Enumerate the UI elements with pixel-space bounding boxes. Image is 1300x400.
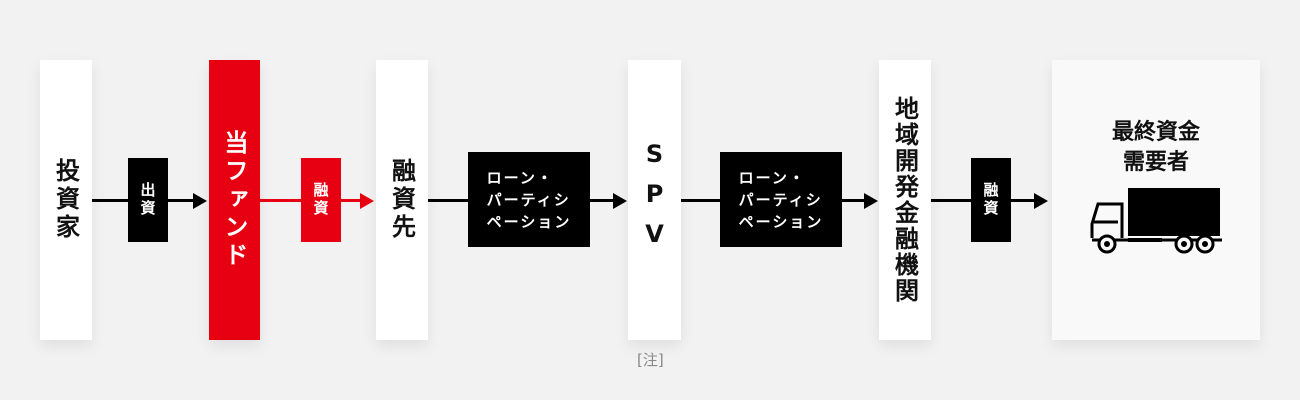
investor-label: 投資家	[51, 158, 80, 242]
note-link[interactable]: [注]	[637, 351, 664, 369]
flow-text: 融資	[311, 182, 330, 218]
arrowhead	[1034, 193, 1048, 209]
flow-label-participation: ローン・ パーティシ ペーション	[468, 152, 590, 247]
node-borrower: 融資先	[376, 60, 428, 340]
spv-label: SPV	[640, 140, 669, 260]
flow-text: 融資	[981, 182, 1000, 218]
arrowhead	[360, 193, 374, 209]
node-investor: 投資家	[40, 60, 92, 340]
borrower-label: 融資先	[387, 158, 416, 242]
flow-text: ローン・ パーティシ ペーション	[738, 168, 824, 231]
flow-text: 出資	[138, 182, 157, 218]
node-regional-bank: 地域開発金融機関	[879, 60, 931, 340]
fund-label: 当ファンド	[220, 130, 248, 270]
flow-label-participation: ローン・ パーティシ ペーション	[720, 152, 842, 247]
truck-icon	[1090, 188, 1222, 254]
flow-label-loan: 融資	[301, 158, 341, 242]
node-spv: SPV	[628, 60, 681, 340]
flow-label-loan: 融資	[971, 158, 1011, 242]
regional-bank-label: 地域開発金融機関	[890, 96, 919, 304]
node-end-user: 最終資金 需要者	[1052, 60, 1260, 340]
arrowhead	[613, 193, 627, 209]
end-user-label: 最終資金 需要者	[1111, 120, 1200, 175]
flow-label-investment: 出資	[128, 158, 168, 242]
flow-text: ローン・ パーティシ ペーション	[486, 168, 572, 231]
arrowhead	[864, 193, 878, 209]
arrowhead	[193, 193, 207, 209]
node-fund: 当ファンド	[209, 60, 260, 340]
